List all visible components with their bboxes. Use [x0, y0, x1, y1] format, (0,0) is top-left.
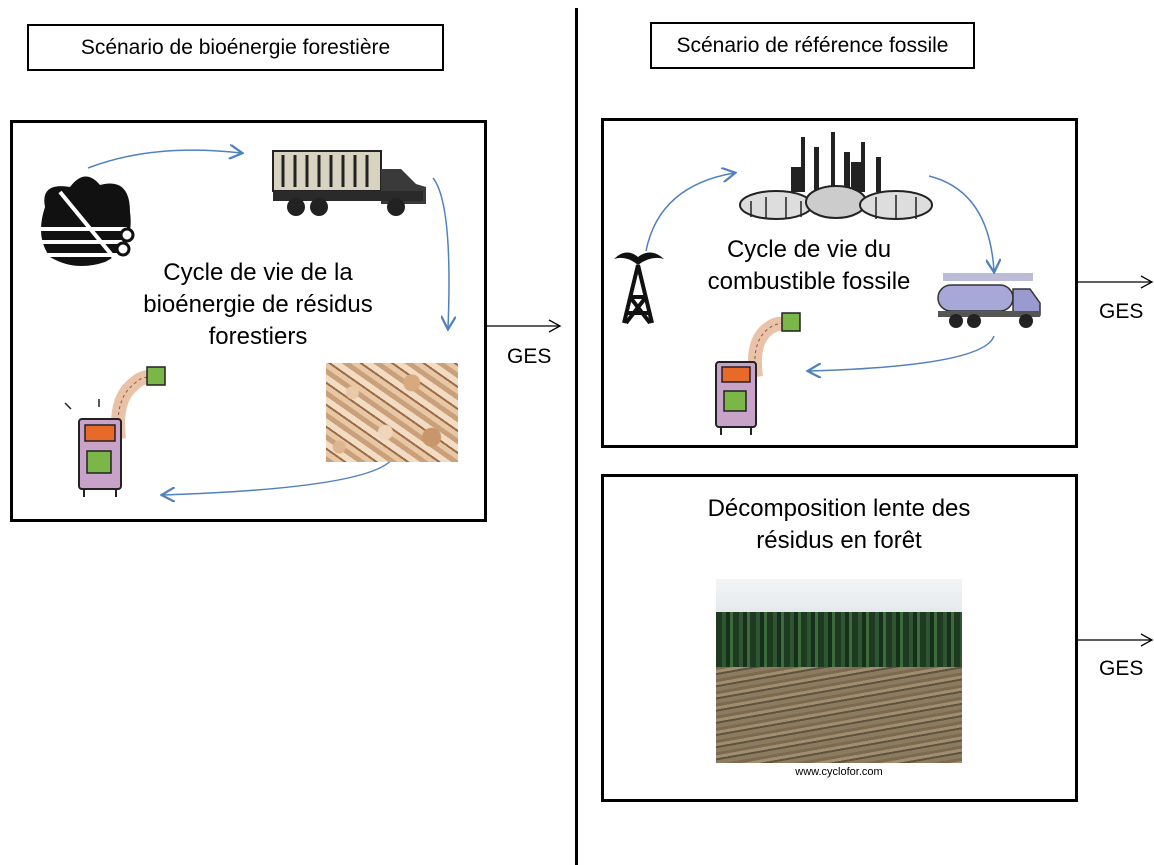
cycle-arrows [87, 123, 490, 525]
left-scenario-title: Scénario de bioénergie forestière [27, 24, 444, 71]
fossil-cycle-arrows [645, 121, 1081, 451]
decomposition-ges-label: GES [1099, 657, 1144, 680]
fossil-ges-label: GES [1099, 300, 1144, 323]
bioenergy-cycle-label: Cycle de vie de la bioénergie de résidus… [143, 259, 373, 350]
stove-icon [715, 312, 801, 435]
photo-credit: www.cyclofor.com [795, 766, 883, 778]
decomposition-emission-arrow [1078, 633, 1154, 647]
left-emission-arrow [487, 319, 562, 333]
dump-truck-icon [272, 150, 426, 216]
decomposition-panel: Décomposition lente des résidus en forêt… [601, 474, 1078, 802]
forest-residue-photo [716, 579, 962, 763]
fossil-emission-arrow [1078, 275, 1154, 289]
wood-chips-photo [326, 363, 458, 462]
right-scenario-title: Scénario de référence fossile [650, 22, 975, 69]
tanker-truck-icon [937, 273, 1041, 328]
stove-icon [64, 366, 166, 497]
left-ges-label: GES [507, 345, 552, 368]
decomposition-label: Décomposition lente des résidus en forêt [707, 495, 971, 554]
scenario-divider [575, 8, 578, 865]
bioenergy-cycle-panel: Cycle de vie de la bioénergie de résidus… [10, 120, 487, 522]
refinery-icon [739, 132, 933, 220]
log-pile-icon [40, 176, 135, 267]
fossil-cycle-panel: Cycle de vie du combustible fossile [601, 118, 1078, 448]
oil-derrick-icon [614, 252, 664, 325]
fossil-cycle-label: Cycle de vie du combustible fossile [707, 236, 911, 295]
